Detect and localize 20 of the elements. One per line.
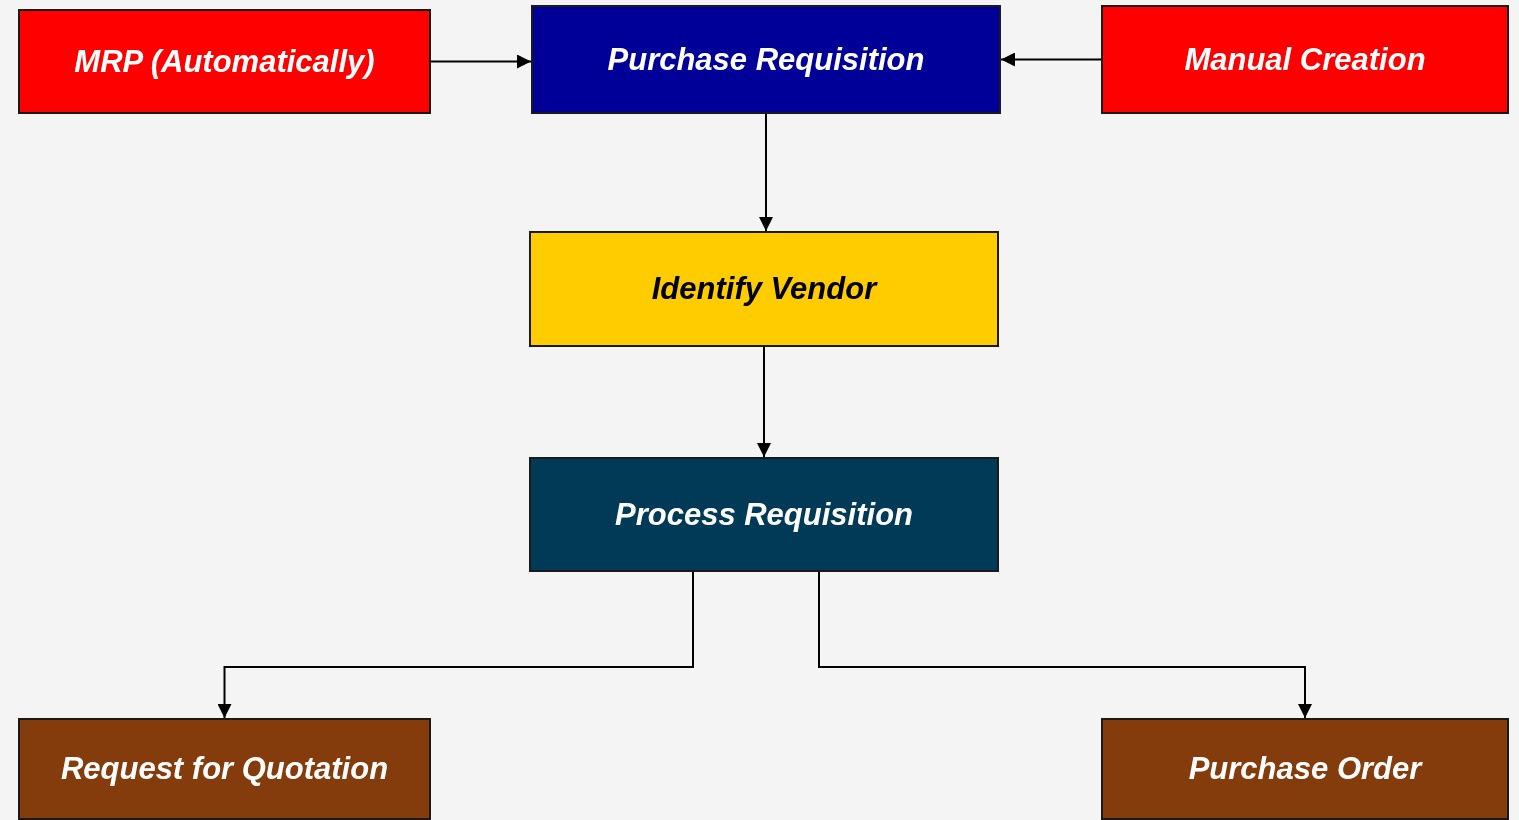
arrow (759, 113, 773, 232)
process-box (1101, 718, 1509, 820)
box-label: MRP (Automatically) (74, 43, 375, 80)
process-box (529, 457, 999, 572)
arrow (757, 346, 771, 458)
box-label: Manual Creation (1184, 41, 1426, 78)
box-label: Identify Vendor (651, 271, 877, 307)
box-label: Purchase Order (1188, 751, 1422, 787)
arrow (217, 571, 694, 719)
box-label: Request for Quotation (60, 751, 389, 787)
process-box (531, 5, 1001, 114)
arrow (818, 571, 1312, 719)
box-label: Purchase Requisition (607, 41, 925, 78)
arrow (430, 54, 532, 69)
arrow (1000, 52, 1102, 67)
process-box (18, 9, 431, 114)
process-box (18, 718, 431, 820)
process-box (529, 231, 999, 347)
process-box (1101, 5, 1509, 114)
box-label: Process Requisition (615, 496, 913, 533)
